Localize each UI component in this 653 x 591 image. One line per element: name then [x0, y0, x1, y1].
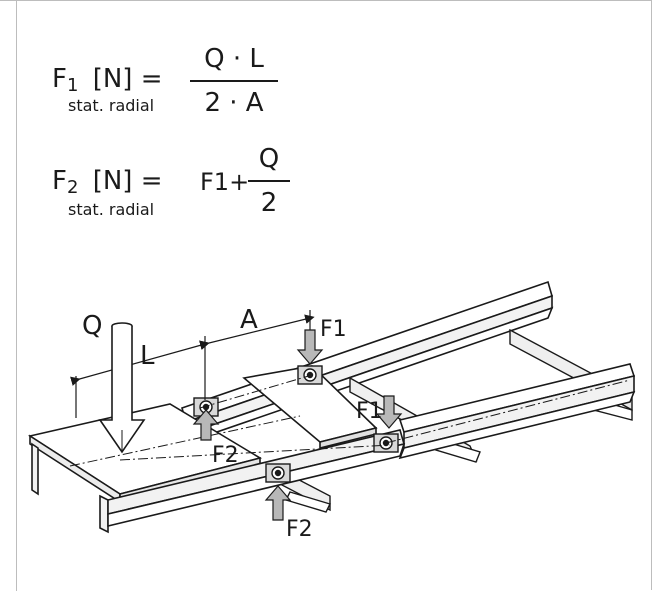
label-length-l: L [140, 341, 155, 371]
f1-numerator: Q · L [204, 44, 264, 74]
label-load-q: Q [82, 311, 102, 341]
f2-numerator: Q [258, 144, 280, 174]
f1-index: 1 [66, 75, 79, 96]
force-arrow-f1-top [296, 329, 324, 365]
f1-symbol: F [52, 64, 67, 94]
roller-top-right [297, 365, 323, 385]
roller-blocks [193, 365, 399, 483]
force-arrow-f1-mid [375, 395, 403, 429]
f2-prefix: F1+ [200, 168, 250, 196]
force-arrow-f2-bottom [264, 485, 292, 521]
f1-denominator: 2 · A [204, 88, 264, 118]
label-f1-top: F1 [320, 317, 347, 342]
label-f2-left: F2 [212, 443, 239, 468]
f2-subscript: stat. radial [68, 200, 155, 219]
f2-symbol: F [52, 166, 67, 196]
f1-fraction: Q · L 2 · A [190, 44, 278, 118]
rail-front [398, 363, 636, 460]
f1-fraction-bar [190, 80, 278, 82]
force-arrow-f2-left [192, 409, 220, 441]
label-f2-bottom: F2 [286, 517, 313, 542]
label-spacing-a: A [240, 305, 258, 335]
load-arrow [98, 322, 146, 454]
f1-subscript: stat. radial [68, 96, 155, 115]
frame-gap [0, 541, 16, 591]
force-arrows [192, 329, 403, 521]
centre-lines [69, 374, 631, 467]
f2-index: 2 [66, 177, 79, 198]
f2-denominator: 2 [260, 188, 278, 218]
f1-unit: [N] = [92, 64, 163, 94]
rail-front-left [107, 429, 406, 528]
f2-fraction: Q 2 [248, 144, 290, 218]
f2-unit: [N] = [92, 166, 163, 196]
roller-bottom [265, 463, 291, 483]
frame-left-rule [16, 0, 17, 591]
f2-fraction-bar [248, 180, 290, 182]
label-f1-mid: F1 [356, 399, 383, 424]
